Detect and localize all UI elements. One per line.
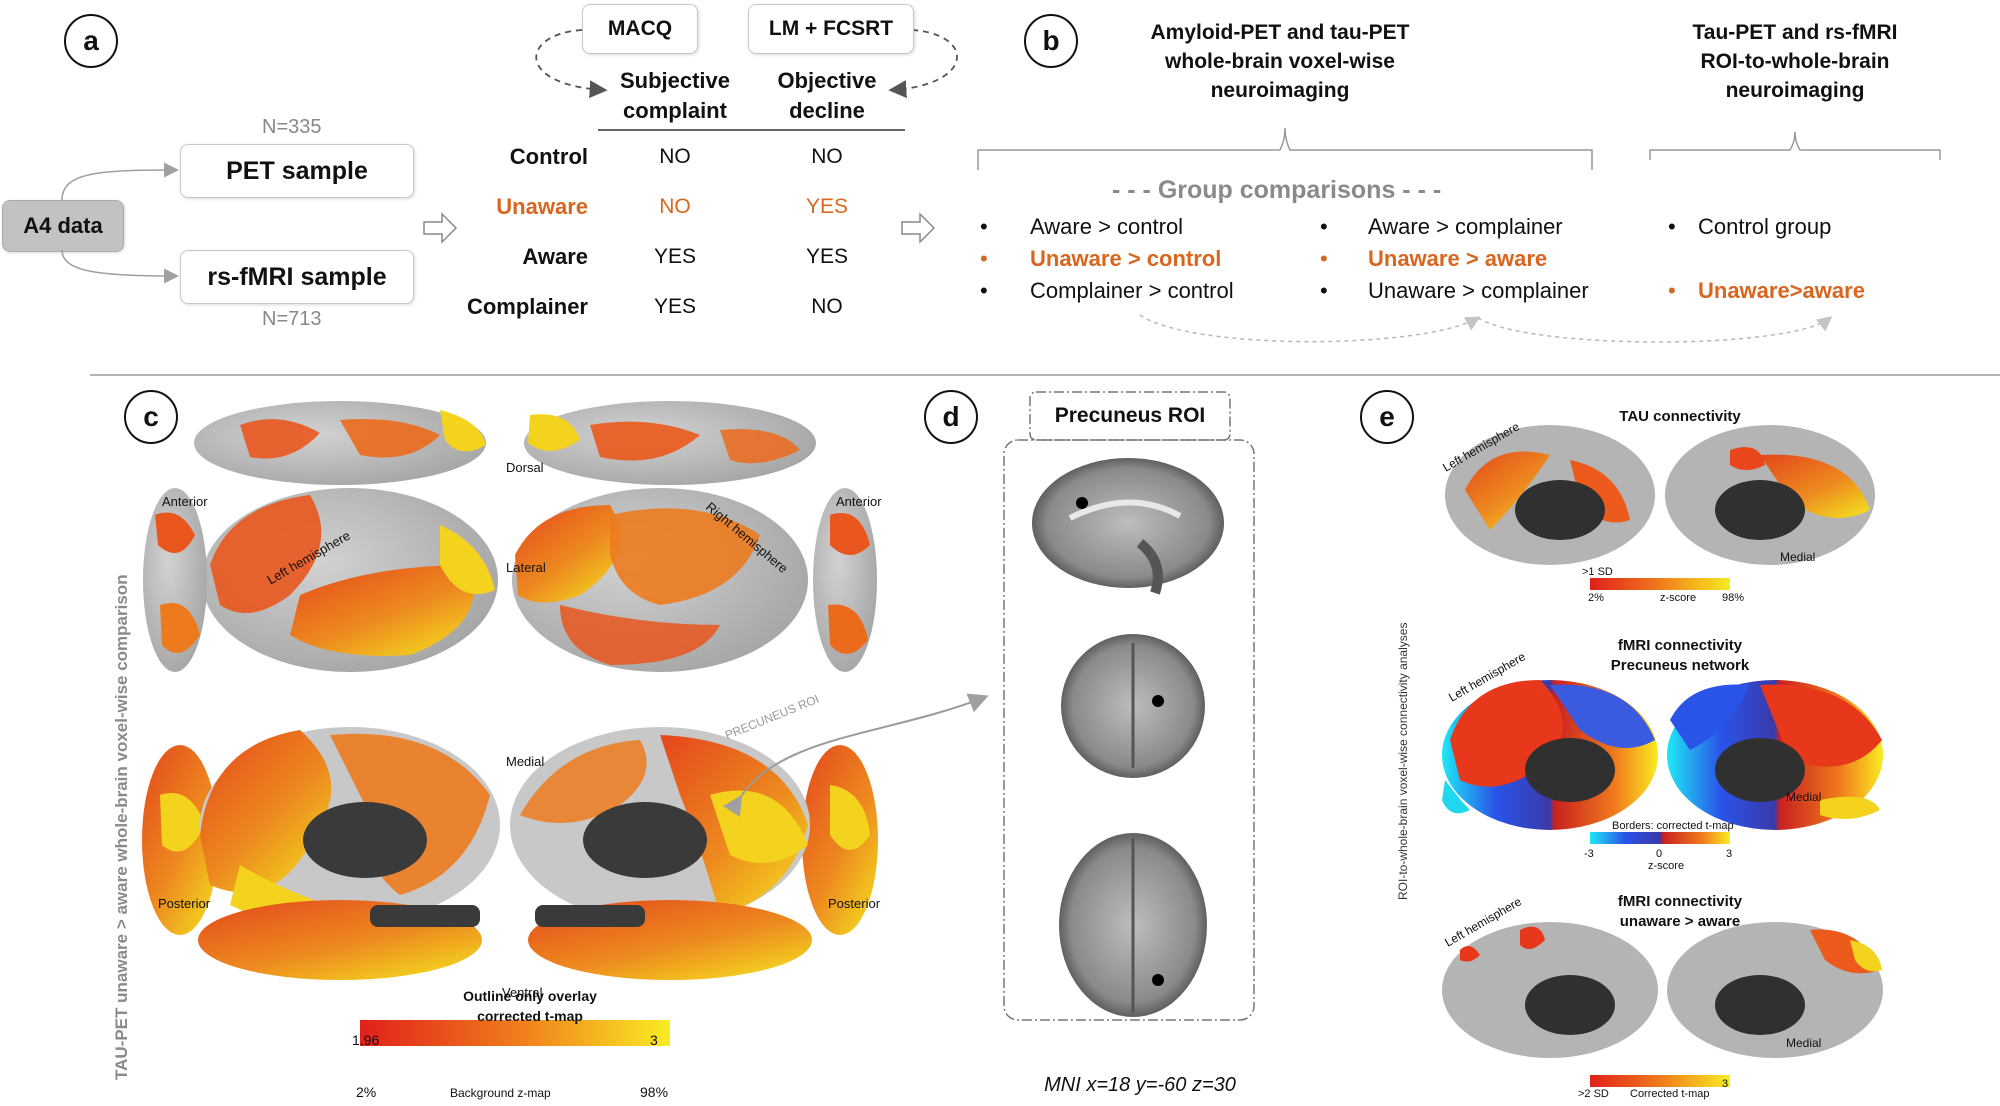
dorsal-left-brain <box>194 401 486 485</box>
anterior-right-brain <box>813 488 877 672</box>
comparison-scale-label: Corrected t-map <box>1630 1088 1709 1100</box>
medial-right-brain <box>510 727 810 923</box>
comparison-max: 3 <box>1722 1078 1728 1090</box>
fmri-max: 3 <box>1726 848 1732 860</box>
cell-control-subjective: NO <box>625 145 725 169</box>
mri-coronal <box>1061 634 1205 778</box>
label-posterior-right: Posterior <box>828 896 880 911</box>
fmri-mid: 0 <box>1656 848 1662 860</box>
fmri-left-brain <box>1442 680 1658 830</box>
tau-connectivity-title: TAU connectivity <box>1600 408 1760 425</box>
panel-e-side-label: ROI-to-whole-brain voxel-wise connectivi… <box>1396 623 1410 900</box>
fmri-medial: Medial <box>1786 790 1821 804</box>
label-anterior-left: Anterior <box>162 494 208 509</box>
cell-complainer-subjective: YES <box>625 295 725 319</box>
cell-unaware-subjective: NO <box>625 195 725 219</box>
cell-aware-objective: YES <box>777 245 877 269</box>
comparison-unaware-aware: Unaware > aware <box>1368 246 1547 272</box>
roi-dot-coronal <box>1152 695 1164 707</box>
comparison-complainer-control: Complainer > control <box>1030 278 1234 304</box>
label-dorsal: Dorsal <box>506 460 544 475</box>
label-posterior-left: Posterior <box>158 896 210 911</box>
subjective-header: Subjectivecomplaint <box>600 66 750 126</box>
comparison-sd: >2 SD <box>1578 1088 1609 1100</box>
fmri-min: -3 <box>1584 848 1594 860</box>
legend-bottom: Background z-map <box>450 1086 551 1100</box>
bullet: • <box>980 246 988 272</box>
panel-d-label: d <box>924 390 978 444</box>
ventral-right-brain <box>528 900 812 980</box>
roi-dot-axial <box>1152 974 1164 986</box>
comparison-medial: Medial <box>1786 1036 1821 1050</box>
mri-sagittal <box>1032 458 1224 593</box>
tau-scale-label: z-score <box>1660 592 1696 604</box>
precuneus-roi-title: Precuneus ROI <box>1030 404 1230 428</box>
label-medial: Medial <box>506 754 544 769</box>
medial-left-brain <box>200 727 500 923</box>
bullet: • <box>1320 278 1328 304</box>
comparison-unaware-complainer: Unaware > complainer <box>1368 278 1589 304</box>
legend-pmin: 2% <box>356 1084 376 1100</box>
ventral-left-brain <box>198 900 482 980</box>
dorsal-right-brain <box>524 401 816 485</box>
bullet: • <box>980 278 988 304</box>
bullet: • <box>1320 246 1328 272</box>
cell-aware-subjective: YES <box>625 245 725 269</box>
mri-axial <box>1059 833 1207 1017</box>
tau-sd: >1 SD <box>1582 566 1613 578</box>
cell-complainer-objective: NO <box>777 295 877 319</box>
fmri-borders-label: Borders: corrected t-map <box>1612 820 1734 832</box>
tau-p2: 98% <box>1722 592 1744 604</box>
lateral-right-brain <box>512 488 808 672</box>
macq-box: MACQ <box>582 4 698 54</box>
row-label-complainer: Complainer <box>467 294 588 320</box>
mni-coordinates: MNI x=18 y=-60 z=30 <box>1000 1074 1280 1097</box>
comparison-colorbar <box>1590 1075 1730 1087</box>
row-label-unaware: Unaware <box>496 194 588 220</box>
bullet: • <box>1668 278 1676 304</box>
panel-b-label: b <box>1024 14 1078 68</box>
roi-control-group: Control group <box>1698 214 1831 240</box>
panel-d-frame <box>990 388 1290 1088</box>
lm-fcsrt-box: LM + FCSRT <box>748 4 914 54</box>
lateral-left-brain <box>202 488 498 672</box>
bullet: • <box>1320 214 1328 240</box>
cell-control-objective: NO <box>777 145 877 169</box>
fmri-scale-label: z-score <box>1648 860 1684 872</box>
roi-unaware-aware: Unaware>aware <box>1698 278 1865 304</box>
panel-c-side-label: TAU-PET unaware > aware whole-brain voxe… <box>112 574 132 1080</box>
tau-medial: Medial <box>1780 550 1815 564</box>
legend-min: 1.96 <box>352 1032 379 1048</box>
group-comparisons-header: - - - Group comparisons - - - <box>1112 176 1441 205</box>
bullet: • <box>1668 214 1676 240</box>
tau-colorbar <box>1590 578 1730 590</box>
panel-e-brain-renders <box>1430 380 1900 1100</box>
fmri-right-brain <box>1667 680 1883 830</box>
row-label-aware: Aware <box>522 244 588 270</box>
comparison-right-brain <box>1667 922 1883 1058</box>
tau-right-brain <box>1665 425 1875 565</box>
label-anterior-right: Anterior <box>836 494 882 509</box>
anterior-left-brain <box>143 488 207 672</box>
legend-max: 3 <box>650 1032 658 1048</box>
comparison-left-brain <box>1442 922 1658 1058</box>
comparison-aware-control: Aware > control <box>1030 214 1183 240</box>
panel-e-label: e <box>1360 390 1414 444</box>
legend-pmax: 98% <box>640 1084 668 1100</box>
row-label-control: Control <box>510 144 588 170</box>
comparison-unaware-control: Unaware > control <box>1030 246 1221 272</box>
tau-p1: 2% <box>1588 592 1604 604</box>
fmri-colorbar <box>1590 832 1730 844</box>
bullet: • <box>980 214 988 240</box>
roi-dot-sagittal <box>1076 497 1088 509</box>
cell-unaware-objective: YES <box>777 195 877 219</box>
comparison-aware-complainer: Aware > complainer <box>1368 214 1563 240</box>
label-lateral: Lateral <box>506 560 546 575</box>
